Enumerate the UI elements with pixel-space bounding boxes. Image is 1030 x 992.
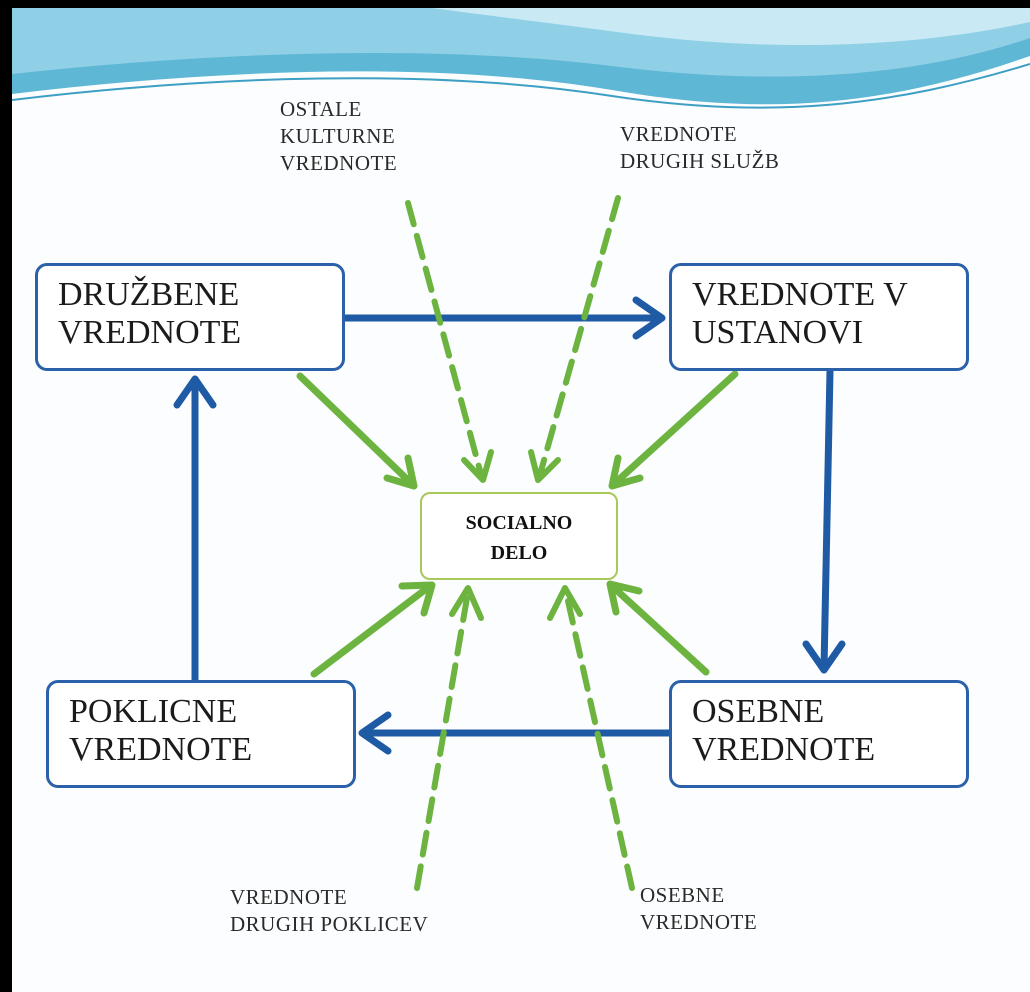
arrow-osebne-to-center [608, 582, 710, 676]
arrows-layer [173, 195, 846, 891]
node-vrednote-v-ustanovi: VREDNOTE V USTANOVI [669, 263, 969, 371]
arrowhead-center-br [606, 580, 643, 616]
node-ustanovi-line1: VREDNOTE V [692, 276, 908, 313]
label-poklicev-line2: DRUGIH POKLICEV [230, 912, 429, 936]
label-osebne-vrednote-external: OSEBNE VREDNOTE [640, 882, 757, 936]
node-osebne-line1: OSEBNE [692, 693, 825, 730]
arrow-druzbene-to-center [296, 372, 416, 488]
node-osebne-vrednote: OSEBNE VREDNOTE [669, 680, 969, 788]
dashed-arrow-ostale [405, 200, 485, 481]
arrowhead-sluzb [528, 449, 561, 483]
arrowhead-poklicne [358, 711, 392, 755]
arrowhead-center-bl [398, 581, 436, 617]
arrowhead-druzbene [173, 375, 217, 409]
center-line2: DELO [490, 542, 548, 564]
node-druzbene-line2: VREDNOTE [58, 314, 242, 351]
arrow-ustanovi-to-osebne [820, 367, 834, 672]
node-osebne-line2: VREDNOTE [692, 731, 876, 768]
node-ustanovi-line2: USTANOVI [692, 314, 864, 351]
node-druzbene-line1: DRUŽBENE [58, 276, 240, 313]
slide: DRUŽBENE VREDNOTE VREDNOTE V USTANOVI PO… [12, 8, 1030, 992]
node-poklicne-line1: POKLICNE [69, 693, 238, 730]
arrowhead-osebne [802, 640, 846, 674]
label-osebne-ext-line1: OSEBNE [640, 883, 725, 907]
label-vrednote-drugih-poklicev: VREDNOTE DRUGIH POKLICEV [230, 884, 428, 938]
label-ostale-line2: KULTURNE [280, 124, 396, 148]
arrowhead-ustanovi [632, 296, 666, 340]
label-ostale-kulturne-vrednote: OSTALE KULTURNE VREDNOTE [280, 96, 397, 177]
dashed-arrow-osebne [563, 589, 635, 891]
node-socialno-delo: SOCIALNO DELO [420, 492, 618, 580]
arrowhead-ostale [461, 449, 494, 483]
arrowhead-poklicev [449, 585, 484, 621]
label-sluzb-line1: VREDNOTE [620, 122, 738, 146]
node-druzbene-vrednote: DRUŽBENE VREDNOTE [35, 263, 345, 371]
label-sluzb-line2: DRUGIH SLUŽB [620, 149, 780, 173]
label-osebne-ext-line2: VREDNOTE [640, 910, 758, 934]
arrow-poklicne-to-center [310, 582, 434, 678]
node-poklicne-line2: VREDNOTE [69, 731, 253, 768]
label-vrednote-drugih-sluzb: VREDNOTE DRUGIH SLUŽB [620, 121, 779, 175]
dashed-arrow-sluzb [536, 195, 621, 481]
label-poklicev-line1: VREDNOTE [230, 885, 348, 909]
label-ostale-line3: VREDNOTE [280, 151, 398, 175]
header-wave [12, 8, 1030, 109]
center-line1: SOCIALNO [465, 512, 573, 534]
arrowhead-osebne-ext [547, 585, 583, 621]
arrow-ustanovi-to-center [610, 370, 739, 488]
arrowhead-center-tr [608, 454, 644, 490]
label-ostale-line1: OSTALE [280, 97, 362, 121]
arrowhead-center-tl [383, 454, 418, 490]
node-poklicne-vrednote: POKLICNE VREDNOTE [46, 680, 356, 788]
dashed-arrow-poklicev [414, 589, 471, 891]
